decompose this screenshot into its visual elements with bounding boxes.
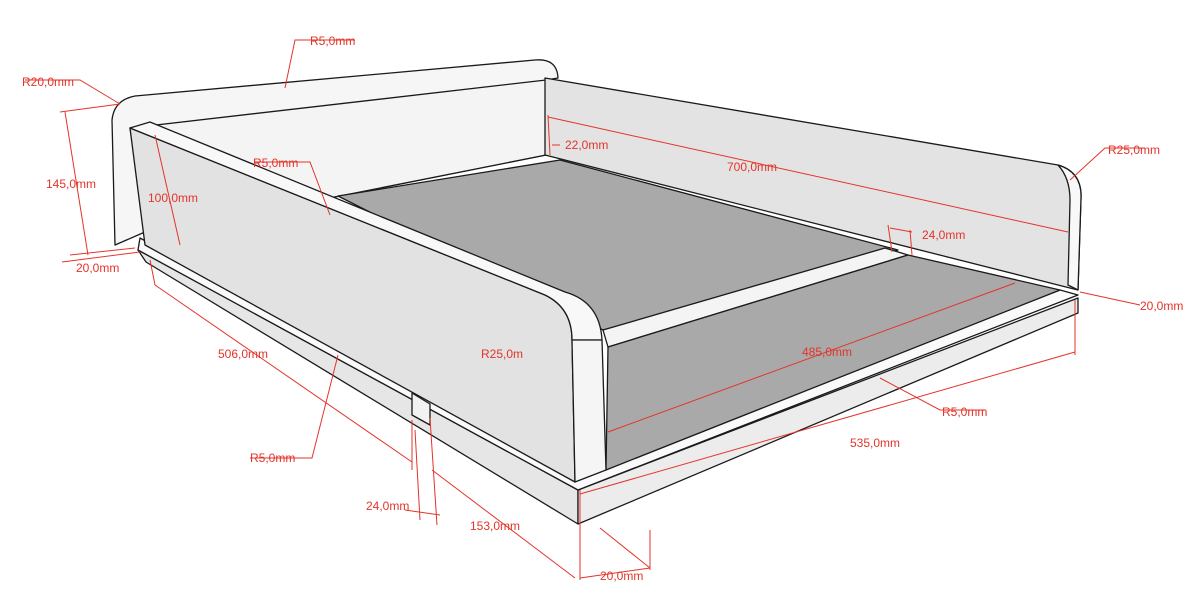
back-panel-edge [1057, 164, 1082, 291]
label-back-corner-radius: R25,0mm [1108, 143, 1160, 157]
label-base-thickness: 20,0mm [600, 569, 643, 583]
label-base-width: 535,0mm [850, 436, 900, 450]
label-front-corner-radius: R25,0m [481, 347, 523, 361]
floor-front [605, 254, 1061, 471]
label-base-edge-radius: R5,0mm [942, 405, 987, 419]
label-notch-radius: R5,0mm [250, 451, 295, 465]
label-notch-width: 24,0mm [366, 499, 409, 513]
base-front-face [577, 297, 1079, 525]
label-divider-width: 24,0mm [922, 228, 965, 242]
label-front-segment: 153,0mm [470, 519, 520, 533]
label-length: 700,0mm [727, 160, 777, 174]
label-left-base-lip: 20,0mm [76, 261, 119, 275]
label-total-height: 145,0mm [46, 177, 96, 191]
label-right-base-lip: 20,0mm [1140, 299, 1183, 313]
side-panel-end [571, 339, 607, 483]
label-panel-height: 100,0mm [148, 191, 198, 205]
dimension-lines [25, 39, 1145, 580]
label-side-top-radius: R5,0mm [253, 156, 298, 170]
label-top-radius: R5,0mm [310, 34, 355, 48]
label-corner-radius: R20,0mm [22, 75, 74, 89]
label-side-length: 506,0mm [218, 347, 268, 361]
label-inner-width: 485,0mm [802, 345, 852, 359]
label-back-panel-thickness: 22,0mm [565, 138, 608, 152]
